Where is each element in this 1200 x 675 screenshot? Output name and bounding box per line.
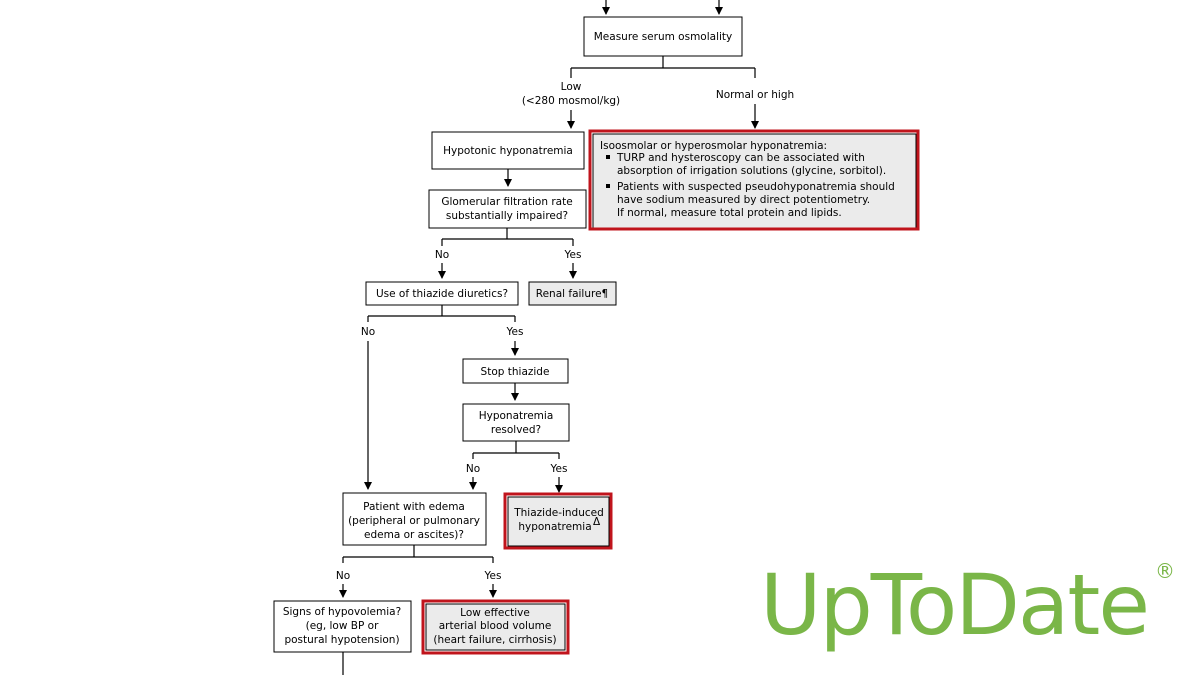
renal-failure-box: Renal failure¶ xyxy=(528,281,617,306)
highlight-frame xyxy=(421,599,570,655)
hypovolemia-label-line1: Signs of hypovolemia? xyxy=(283,606,401,618)
low-range-label: (<280 mosmol/kg) xyxy=(522,95,620,107)
no-label: No xyxy=(435,249,449,261)
hyponatremia-resolved-box: Hyponatremia resolved? xyxy=(462,403,570,442)
measure-serum-osmolality-box: Measure serum osmolality xyxy=(583,16,743,57)
hypotonic-hyponatremia-label: Hypotonic hyponatremia xyxy=(443,145,573,157)
isoosmolar-bullet2-line3: If normal, measure total protein and lip… xyxy=(617,207,842,219)
stop-thiazide-box: Stop thiazide xyxy=(462,358,569,384)
edema-label-line1: Patient with edema xyxy=(363,501,465,513)
no-label: No xyxy=(361,326,375,338)
signs-of-hypovolemia-box: Signs of hypovolemia? (eg, low BP or pos… xyxy=(273,600,412,653)
gfr-impaired-box: Glomerular filtration rate substantially… xyxy=(428,189,587,229)
uptodate-logo-text: UpToDate xyxy=(760,556,1148,654)
patient-with-edema-box: Patient with edema (peripheral or pulmon… xyxy=(342,492,487,546)
thiazide-induced-label-line1: Thiazide-induced xyxy=(513,507,604,519)
low-eabv-label-line1: Low effective xyxy=(460,607,530,619)
thiazide-induced-hyponatremia-box: Thiazide-induced hyponatremia Δ xyxy=(503,492,613,550)
low-eabv-label-line2: arterial blood volume xyxy=(439,620,552,632)
isoosmolar-bullet2-line1: Patients with suspected pseudohyponatrem… xyxy=(617,181,895,193)
no-label: No xyxy=(336,570,350,582)
edema-label-line3: edema or ascites)? xyxy=(364,529,464,541)
delta-footnote: Δ xyxy=(593,516,601,528)
stop-thiazide-label: Stop thiazide xyxy=(481,366,550,378)
thiazide-induced-label-line2: hyponatremia xyxy=(518,521,591,533)
isoosmolar-hyponatremia-box: Isoosmolar or hyperosmolar hyponatremia:… xyxy=(588,129,920,231)
low-effective-arterial-blood-volume-box: Low effective arterial blood volume (hea… xyxy=(421,599,570,655)
hypovolemia-label-line2: (eg, low BP or xyxy=(306,620,379,632)
highlight-frame xyxy=(503,492,613,550)
bullet-icon xyxy=(606,155,610,159)
isoosmolar-bullet2-line2: have sodium measured by direct potentiom… xyxy=(617,194,870,206)
thiazide-question-label: Use of thiazide diuretics? xyxy=(376,288,508,300)
isoosmolar-bullet1-line2: absorption of irrigation solutions (glyc… xyxy=(617,165,886,177)
isoosmolar-bullet1-line1: TURP and hysteroscopy can be associated … xyxy=(616,152,865,164)
hypovolemia-label-line3: postural hypotension) xyxy=(284,634,399,646)
bullet-icon xyxy=(606,184,610,188)
resolved-label-line2: resolved? xyxy=(491,424,541,436)
highlight-frame xyxy=(588,129,920,231)
normal-or-high-label: Normal or high xyxy=(716,89,794,101)
yes-label: Yes xyxy=(484,570,502,582)
yes-label: Yes xyxy=(506,326,524,338)
low-label: Low xyxy=(561,81,582,93)
registered-mark: ® xyxy=(1155,559,1175,583)
thiazide-question-box: Use of thiazide diuretics? xyxy=(365,281,519,306)
edema-label-line2: (peripheral or pulmonary xyxy=(348,515,480,527)
low-eabv-label-line3: (heart failure, cirrhosis) xyxy=(433,634,556,646)
yes-label: Yes xyxy=(550,463,568,475)
no-label: No xyxy=(466,463,480,475)
gfr-label-line2: substantially impaired? xyxy=(446,210,568,222)
renal-failure-label: Renal failure¶ xyxy=(536,288,608,300)
yes-label: Yes xyxy=(564,249,582,261)
uptodate-logo: UpToDate ® xyxy=(760,556,1175,654)
hypotonic-hyponatremia-box: Hypotonic hyponatremia xyxy=(431,131,585,170)
gfr-label-line1: Glomerular filtration rate xyxy=(441,196,572,208)
isoosmolar-title: Isoosmolar or hyperosmolar hyponatremia: xyxy=(600,140,827,152)
measure-serum-osmolality-label: Measure serum osmolality xyxy=(594,31,733,43)
resolved-label-line1: Hyponatremia xyxy=(479,410,554,422)
